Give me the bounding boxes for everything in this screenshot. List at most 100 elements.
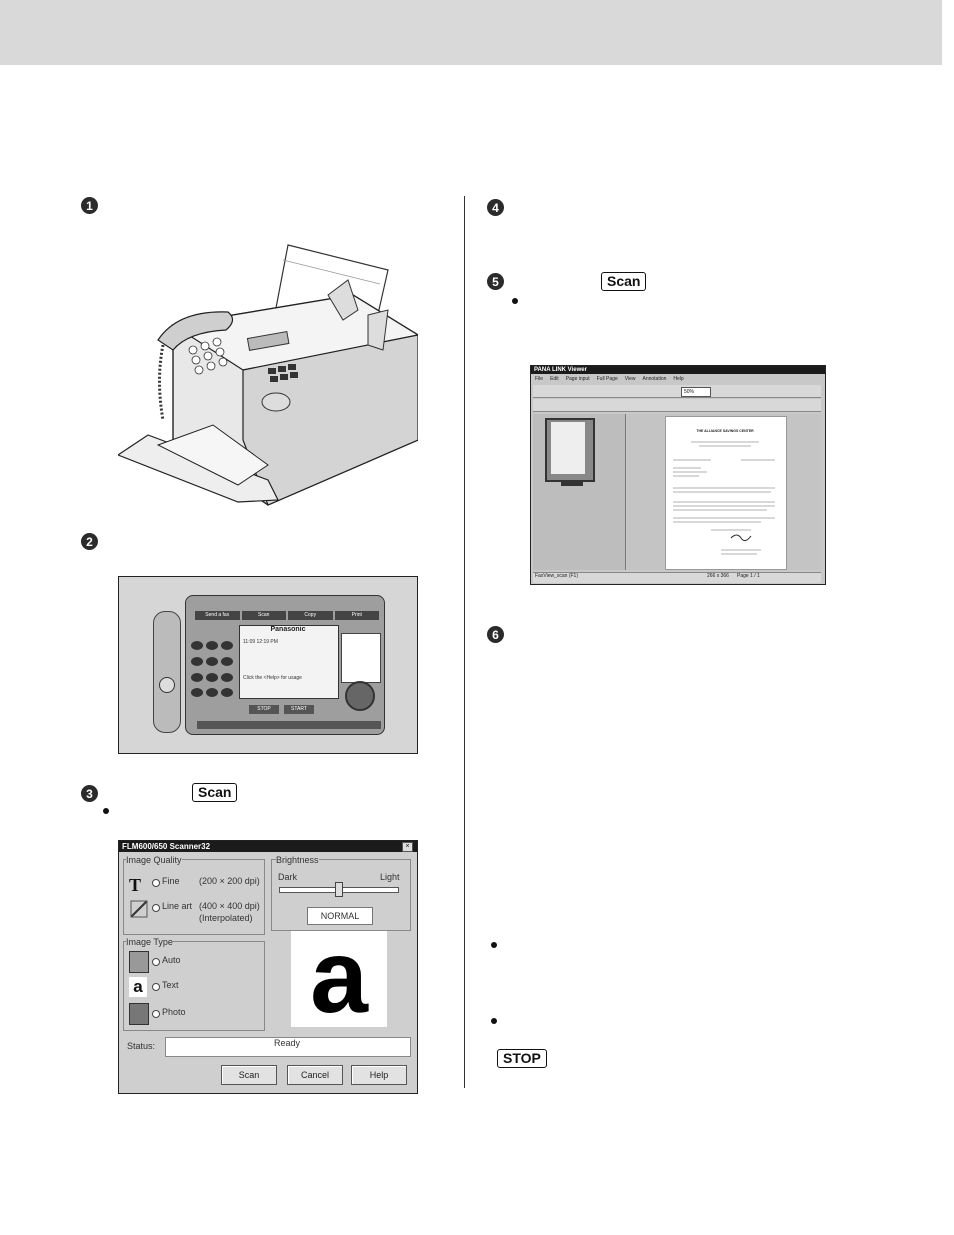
text-radio[interactable] xyxy=(152,983,160,991)
tab-send-fax[interactable]: Send a fax xyxy=(195,611,240,620)
status-label: Status: xyxy=(127,1041,156,1051)
step-number: 2 xyxy=(86,534,93,549)
image-type-group xyxy=(123,941,265,1031)
interpolated-note: (Interpolated) xyxy=(199,913,253,923)
step-number: 1 xyxy=(86,198,93,213)
dark-label: Dark xyxy=(278,872,298,882)
key-hash[interactable] xyxy=(221,688,233,698)
key-1[interactable] xyxy=(191,641,203,650)
step-4-marker: 4 xyxy=(487,199,504,216)
key-9[interactable] xyxy=(221,672,233,682)
line-art-icon xyxy=(130,900,148,918)
tab-copy[interactable]: Copy xyxy=(288,611,333,620)
brightness-group xyxy=(271,859,411,931)
viewer-screenshot: PANA LINK Viewer File Edit Page input Fu… xyxy=(530,365,826,585)
handset-graphic xyxy=(153,611,181,733)
scan-key-step5: Scan xyxy=(601,272,647,291)
viewer-status-bar xyxy=(533,572,821,583)
image-quality-label: Image Quality xyxy=(126,855,182,865)
line-art-dpi: (400 × 400 dpi) xyxy=(199,901,260,911)
document-heading: THE ALLIANCE SAVINGS CENTER xyxy=(696,429,754,433)
panel-brand: Panasonic xyxy=(270,626,306,633)
lcd-screen xyxy=(239,625,339,699)
scanner-title: FLM600/650 Scanner32 xyxy=(122,842,211,851)
panel-bottom-bar xyxy=(197,721,381,729)
close-icon[interactable]: × xyxy=(402,842,413,852)
image-type-label: Image Type xyxy=(126,937,173,947)
image-quality-group xyxy=(123,859,265,935)
brightness-value: NORMAL xyxy=(307,907,373,925)
key-2[interactable] xyxy=(206,641,218,650)
step-6-marker: 6 xyxy=(487,626,504,643)
fine-quality-icon: T xyxy=(129,875,142,895)
help-button[interactable]: Help xyxy=(351,1065,407,1085)
photo-radio[interactable] xyxy=(152,1010,160,1018)
auto-label: Auto xyxy=(162,955,181,965)
fine-radio[interactable] xyxy=(152,879,160,887)
column-divider xyxy=(464,196,465,1088)
line-art-radio[interactable] xyxy=(152,904,160,912)
thumbnail-label xyxy=(561,480,583,486)
text-type-icon: a xyxy=(129,977,147,997)
menu-view[interactable]: View xyxy=(624,376,636,382)
fax-machine-illustration xyxy=(118,244,418,506)
cancel-button[interactable]: Cancel xyxy=(287,1065,343,1085)
panel-start-button[interactable]: START xyxy=(284,705,314,714)
panel-directory-list[interactable] xyxy=(341,633,381,683)
viewer-title: PANA LINK Viewer xyxy=(534,367,587,373)
scanner-dialog-screenshot: FLM600/650 Scanner32 × Image Quality T F… xyxy=(118,840,418,1094)
preview-glyph: a xyxy=(291,931,387,1027)
step-number: 3 xyxy=(86,786,93,801)
key-8[interactable] xyxy=(206,672,218,682)
step-number: 6 xyxy=(492,627,499,642)
scanner-title-bar: FLM600/650 Scanner32 xyxy=(119,841,417,852)
light-label: Light xyxy=(380,872,400,882)
step-3-marker: 3 xyxy=(81,785,98,802)
key-7[interactable] xyxy=(191,672,203,682)
step-5-marker: 5 xyxy=(487,273,504,290)
menu-page-input[interactable]: Page input xyxy=(565,376,590,382)
text-label: Text xyxy=(162,980,179,990)
photo-label: Photo xyxy=(162,1007,186,1017)
stop-key: STOP xyxy=(497,1049,547,1068)
key-star[interactable] xyxy=(191,688,203,698)
tab-scan[interactable]: Scan xyxy=(241,611,286,620)
tab-print[interactable]: Print xyxy=(334,611,379,620)
scan-button[interactable]: Scan xyxy=(221,1065,277,1085)
viewer-toolbar-2 xyxy=(533,399,821,412)
panel-tabs: Send a fax Scan Copy Print xyxy=(195,611,379,620)
keypad xyxy=(191,641,233,701)
step-number: 5 xyxy=(492,274,499,289)
line-art-label: Line art xyxy=(162,901,193,911)
zoom-select[interactable]: 50% xyxy=(681,387,711,397)
key-6[interactable] xyxy=(221,656,233,666)
panel-stop-button[interactable]: STOP xyxy=(249,705,279,714)
control-panel-screenshot: Send a fax Scan Copy Print Panasonic 11:… xyxy=(118,576,418,754)
key-0[interactable] xyxy=(206,688,218,698)
step-number: 4 xyxy=(492,200,499,215)
menu-edit[interactable]: Edit xyxy=(550,376,559,382)
status-field xyxy=(165,1037,411,1057)
key-4[interactable] xyxy=(191,656,203,666)
lcd-hint: Click the <Help> for usage xyxy=(243,675,302,681)
brightness-label: Brightness xyxy=(276,855,319,865)
step-2-marker: 2 xyxy=(81,533,98,550)
menu-annotation[interactable]: Annotation xyxy=(642,376,667,382)
brightness-slider-thumb[interactable] xyxy=(335,882,343,897)
status-file: FaxView_scan (F1) xyxy=(535,573,578,579)
auto-radio[interactable] xyxy=(152,958,160,966)
status-size: 266 x 366 xyxy=(707,573,729,579)
menu-file[interactable]: File xyxy=(535,376,544,382)
menu-full-page[interactable]: Full Page xyxy=(596,376,618,382)
header-band xyxy=(0,0,942,65)
key-3[interactable] xyxy=(221,641,233,650)
key-5[interactable] xyxy=(206,656,218,666)
step-1-marker: 1 xyxy=(81,197,98,214)
panel-round-button[interactable] xyxy=(345,681,375,711)
status-page: Page 1 / 1 xyxy=(737,573,760,579)
photo-type-icon xyxy=(129,1003,149,1025)
lcd-time: 11:09 12:19 PM xyxy=(243,639,278,645)
page-thumbnail-page xyxy=(551,422,585,474)
handset-button xyxy=(159,677,175,693)
menu-help[interactable]: Help xyxy=(673,376,684,382)
